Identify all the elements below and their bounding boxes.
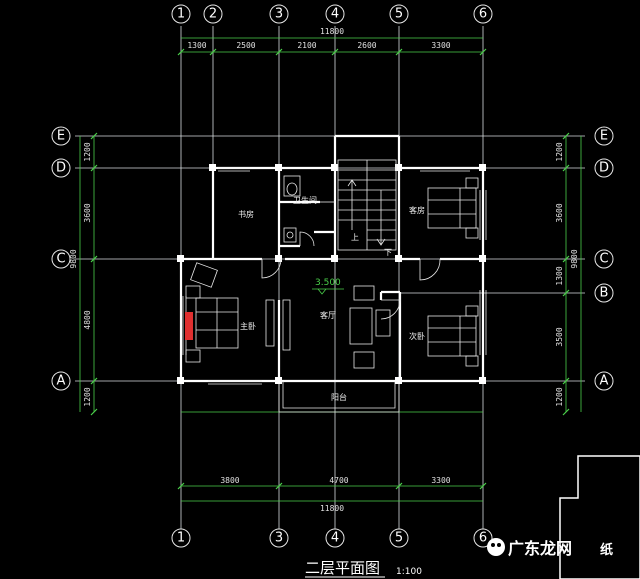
stair-down-label: 下 — [384, 248, 392, 257]
dim-right-overall: 9800 — [570, 249, 579, 268]
dim-right-3: 1300 — [555, 266, 564, 285]
axis-bubbles-top: 1 2 3 4 5 6 — [171, 4, 493, 24]
dim-left-1: 1200 — [83, 142, 92, 161]
dim-left-3: 4800 — [83, 310, 92, 329]
axis-bubbles-bottom: 1 3 4 5 6 — [171, 528, 493, 548]
drawing-scale: 1:100 — [396, 567, 422, 577]
axis-label-top-2: 2 — [209, 7, 217, 22]
doors — [261, 201, 441, 320]
walls — [179, 134, 487, 413]
axis-label-top-5: 5 — [395, 7, 403, 22]
axis-label-right-A: A — [600, 374, 609, 389]
axis-label-top-3: 3 — [275, 7, 283, 22]
dim-top-overall: 11800 — [320, 27, 344, 36]
dim-right-4: 3500 — [555, 327, 564, 346]
room-label-master-bedroom: 主卧 — [240, 321, 256, 331]
room-label-guest-room: 客房 — [409, 205, 425, 215]
dim-top-4: 2600 — [357, 41, 376, 50]
axis-label-left-E: E — [57, 129, 65, 144]
dim-bottom-1: 3800 — [220, 476, 239, 485]
room-label-study: 书房 — [238, 209, 254, 219]
master-bed — [185, 262, 275, 363]
axis-label-left-C: C — [56, 252, 65, 267]
corner-frame — [559, 455, 640, 579]
room-label-balcony: 阳台 — [331, 392, 347, 402]
axis-label-right-D: D — [599, 161, 609, 176]
level-mark: 3.500 — [312, 278, 344, 295]
guest-bed — [427, 177, 479, 239]
axis-label-right-C: C — [599, 252, 608, 267]
watermark: 广东龙网 纸 — [487, 538, 613, 558]
level-mark-text: 3.500 — [315, 278, 341, 288]
axis-label-left-D: D — [56, 161, 66, 176]
axis-bubbles-left: E D C A — [51, 126, 71, 391]
dim-left-2: 3600 — [83, 203, 92, 222]
dim-bottom-overall: 11800 — [320, 504, 344, 513]
axis-label-bottom-1: 1 — [177, 531, 185, 546]
dim-bottom-2: 4700 — [329, 476, 348, 485]
room-label-bathroom: 卫生间 — [293, 195, 317, 205]
room-label-living-room: 客厅 — [320, 310, 336, 320]
axis-label-top-1: 1 — [177, 7, 185, 22]
room-label-secondary-bedroom: 次卧 — [409, 331, 425, 341]
axis-label-bottom-5: 5 — [395, 531, 403, 546]
structural-columns — [177, 164, 486, 384]
dim-top-1: 1300 — [187, 41, 206, 50]
living-room-furniture — [282, 285, 391, 369]
axis-label-right-B: B — [600, 286, 609, 301]
dim-left-4: 1200 — [83, 387, 92, 406]
dim-right-1: 1200 — [555, 142, 564, 161]
axis-label-right-E: E — [600, 129, 608, 144]
watermark-text: 广东龙网 — [508, 539, 572, 558]
watermark-tail-text: 纸 — [600, 542, 613, 558]
axis-label-top-6: 6 — [479, 7, 487, 22]
drawing-title: 二层平面图 — [305, 559, 380, 577]
dim-right-5: 1200 — [555, 387, 564, 406]
axis-label-left-A: A — [57, 374, 66, 389]
dim-top-3: 2100 — [297, 41, 316, 50]
dimension-lines — [79, 37, 582, 502]
stair-up-label: 上 — [351, 233, 359, 242]
axis-label-bottom-3: 3 — [275, 531, 283, 546]
axis-label-top-4: 4 — [331, 7, 339, 22]
axis-label-bottom-6: 6 — [479, 531, 487, 546]
dim-top-2: 2500 — [236, 41, 255, 50]
dim-top-5: 3300 — [431, 41, 450, 50]
secondary-bed — [427, 305, 479, 367]
dim-left-overall: 9800 — [69, 249, 78, 268]
axis-bubbles-right: E D C B A — [594, 126, 614, 391]
axis-label-bottom-4: 4 — [331, 531, 339, 546]
dim-bottom-3: 3300 — [431, 476, 450, 485]
staircase — [337, 159, 397, 251]
dim-right-2: 3600 — [555, 203, 564, 222]
bathroom-fixtures — [283, 175, 301, 243]
